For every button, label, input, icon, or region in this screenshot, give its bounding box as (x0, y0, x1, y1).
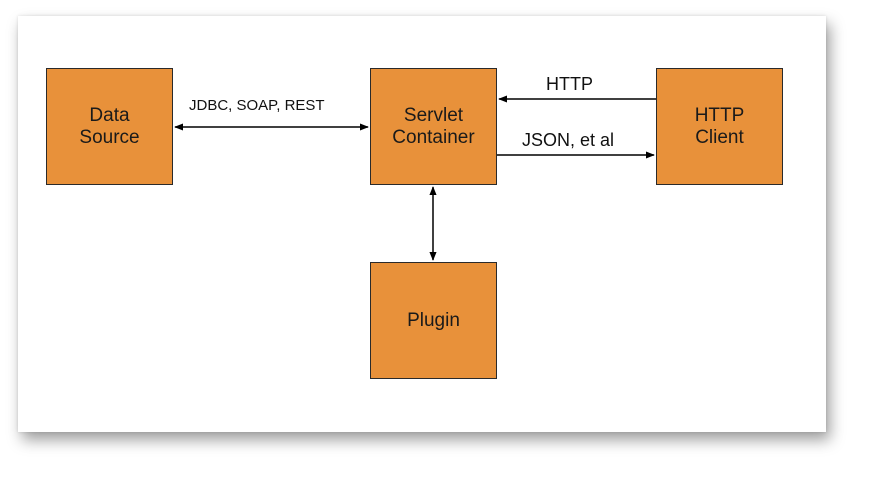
http-client-box: HTTP Client (656, 68, 783, 185)
servlet-container-label: Servlet Container (392, 104, 475, 148)
plugin-label: Plugin (407, 309, 460, 331)
data-source-label: Data Source (79, 104, 140, 148)
plugin-box: Plugin (370, 262, 497, 379)
http-client-label: HTTP Client (694, 104, 745, 148)
servlet-container-box: Servlet Container (370, 68, 497, 185)
jdbc-soap-rest-label: JDBC, SOAP, REST (189, 97, 325, 114)
json-et-al-label: JSON, et al (522, 130, 615, 150)
data-source-box: Data Source (46, 68, 173, 185)
http-label: HTTP (546, 74, 593, 94)
